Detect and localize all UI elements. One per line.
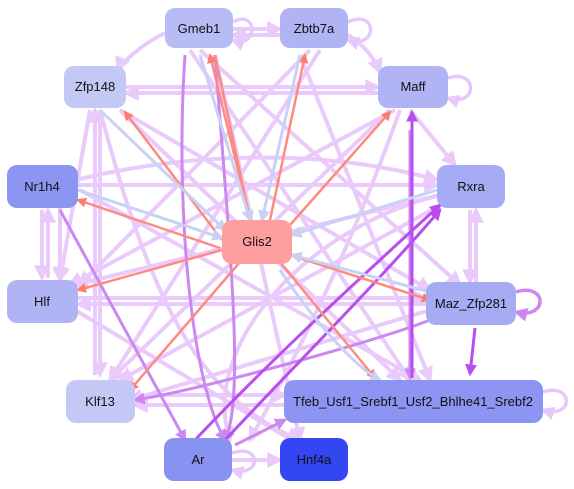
edge [77, 48, 312, 288]
edge [268, 53, 309, 221]
edge [76, 197, 221, 250]
edge [289, 188, 438, 238]
node-nr1h4[interactable]: Nr1h4 [7, 165, 78, 208]
edge [289, 253, 432, 303]
node-zbtb7a-box [280, 8, 348, 48]
edge [108, 48, 322, 383]
edge [298, 54, 433, 383]
self-loop [513, 288, 542, 322]
node-tfeb-label: Tfeb_Usf1_Srebf1_Usf2_Bhlhe41_Srebf2 [293, 394, 533, 409]
self-loop [445, 74, 473, 109]
node-nr1h4-box [7, 165, 78, 208]
node-klf13-box [66, 380, 135, 423]
node-zbtb7a[interactable]: Zbtb7a [280, 8, 348, 48]
self-loop [345, 17, 373, 51]
node-hnf4a[interactable]: Hnf4a [280, 438, 348, 481]
edge [279, 261, 377, 380]
node-mazzfp281-box [426, 282, 516, 325]
node-hnf4a-label: Hnf4a [297, 452, 332, 467]
node-maff[interactable]: Maff [378, 66, 448, 108]
edge [77, 188, 225, 241]
node-maff-box [378, 66, 448, 108]
node-hlf[interactable]: Hlf [7, 280, 78, 323]
edge [198, 54, 253, 223]
node-hlf-box [7, 280, 78, 323]
node-ar[interactable]: Ar [164, 438, 232, 481]
edge [67, 108, 396, 287]
node-maff-label: Maff [400, 79, 425, 94]
edge [180, 54, 227, 443]
node-glis2-label: Glis2 [242, 234, 272, 249]
edge [278, 269, 383, 382]
edge [289, 110, 392, 226]
nodes: Gmeb1 Zbtb7a Zfp148 Maff Nr1h4 Rxra Glis… [7, 8, 543, 481]
node-rxra[interactable]: Rxra [437, 165, 505, 208]
edge [213, 54, 237, 443]
node-rxra-box [437, 165, 505, 208]
node-zfp148-label: Zfp148 [75, 79, 115, 94]
edge [76, 248, 223, 293]
edges [34, 17, 568, 480]
edge [58, 209, 187, 443]
edge [132, 318, 431, 405]
self-loop [230, 17, 254, 51]
edge [213, 54, 254, 222]
edge [123, 110, 223, 241]
node-gmeb1-box [165, 8, 233, 48]
edge [193, 203, 442, 442]
node-tfeb-box [284, 380, 543, 423]
edge [115, 31, 166, 73]
node-zfp148[interactable]: Zfp148 [64, 66, 126, 108]
node-gmeb1[interactable]: Gmeb1 [165, 8, 233, 48]
edge [465, 327, 478, 377]
self-loop [540, 388, 568, 421]
node-klf13[interactable]: Klf13 [66, 380, 135, 423]
edge [198, 48, 463, 288]
node-mazzfp281[interactable]: Maz_Zfp281 [426, 282, 516, 325]
edge [117, 198, 451, 382]
node-ar-label: Ar [192, 452, 206, 467]
node-hnf4a-box [280, 438, 348, 481]
edge [408, 108, 458, 168]
edge [289, 251, 431, 294]
node-klf13-label: Klf13 [85, 394, 115, 409]
node-glis2[interactable]: Glis2 [222, 220, 292, 264]
node-gmeb1-label: Gmeb1 [178, 21, 221, 36]
edge [223, 208, 442, 442]
node-zfp148-box [64, 66, 126, 108]
edge [218, 193, 441, 444]
node-tfeb[interactable]: Tfeb_Usf1_Srebf1_Usf2_Bhlhe41_Srebf2 [284, 380, 543, 423]
edge [234, 418, 288, 447]
node-glis2-box [222, 220, 292, 264]
edge [258, 54, 302, 223]
node-mazzfp281-label: Maz_Zfp281 [435, 296, 507, 311]
node-hlf-label: Hlf [34, 294, 50, 309]
edge [98, 108, 227, 232]
node-zbtb7a-label: Zbtb7a [294, 21, 335, 36]
edge [128, 261, 241, 392]
edge [79, 188, 423, 382]
node-nr1h4-label: Nr1h4 [24, 179, 59, 194]
node-ar-box [164, 438, 232, 481]
self-loop [229, 449, 257, 480]
node-rxra-label: Rxra [457, 179, 485, 194]
edge [248, 109, 402, 443]
